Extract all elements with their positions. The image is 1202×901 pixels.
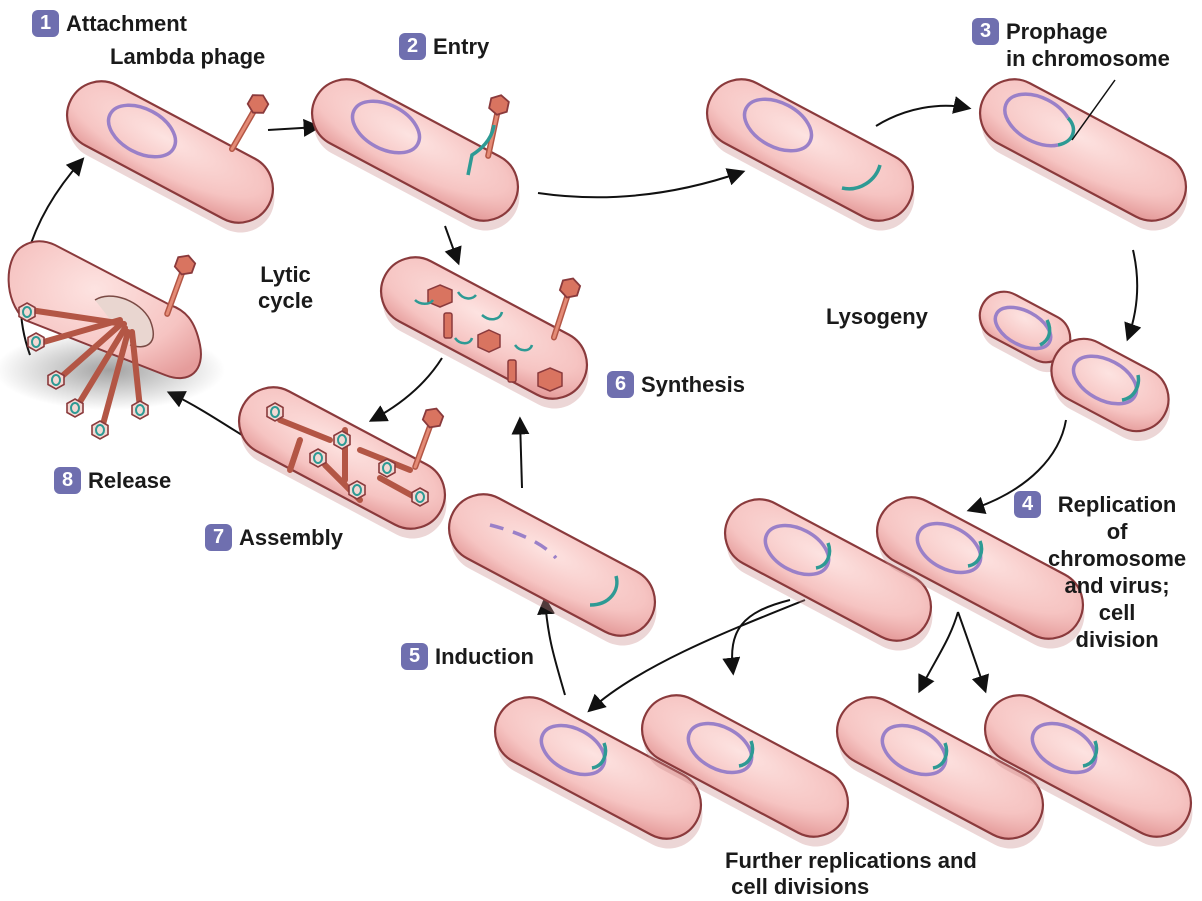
- step-badge: 5: [401, 643, 428, 670]
- step-label: Release: [88, 468, 172, 493]
- lysogeny-label: Lysogeny: [826, 304, 928, 329]
- step-label: Assembly: [239, 525, 343, 550]
- cell-daughter-3: [836, 696, 1045, 849]
- cell-entry: [311, 78, 520, 231]
- step-6-synthesis: 6 Synthesis: [607, 371, 745, 398]
- step-7-assembly: 7 Assembly: [205, 524, 343, 551]
- cell-lysogenic-circular: [706, 78, 915, 231]
- step-3-prophage: 3 Prophage in chromosome: [972, 18, 1170, 72]
- step-8-release: 8 Release: [54, 467, 171, 494]
- step-4-replication: 4 Replication of chromosome and virus; c…: [1014, 491, 1186, 653]
- bacterial-cells: [66, 78, 1193, 849]
- cell-daughter-2: [641, 694, 850, 847]
- cell-replicated-left: [724, 498, 933, 651]
- step-label: Induction: [435, 644, 534, 669]
- step-label: Attachment: [66, 11, 188, 36]
- cell-contents: [106, 79, 1141, 777]
- step-label: Entry: [433, 34, 490, 59]
- cell-daughter-1: [494, 696, 703, 849]
- cell-dividing-right: [1050, 337, 1171, 441]
- step-badge: 8: [54, 467, 81, 494]
- step-5-induction: 5 Induction: [401, 643, 534, 670]
- cell-induction: [448, 493, 657, 646]
- step-badge: 4: [1014, 491, 1041, 518]
- step-2-entry: 2 Entry: [399, 33, 489, 60]
- step-label: Prophage in chromosome: [1006, 19, 1170, 71]
- step-badge: 1: [32, 10, 59, 37]
- lytic-cycle-label: Lytic cycle: [258, 262, 314, 313]
- step-badge: 7: [205, 524, 232, 551]
- step-label: Synthesis: [641, 372, 745, 397]
- step-badge: 2: [399, 33, 426, 60]
- step-label: Replication of chromosome and virus; cel…: [1048, 492, 1187, 652]
- cell-prophage: [979, 78, 1188, 231]
- further-replications-label: Further replications and cell divisions: [725, 848, 977, 899]
- step-badge: 3: [972, 18, 999, 45]
- step-1-attachment: 1 Attachment: [32, 10, 187, 37]
- release-cell: [0, 240, 225, 440]
- lambda-phage-label: Lambda phage: [110, 44, 266, 69]
- cell-replicated-right: [876, 496, 1085, 649]
- step-badge: 6: [607, 371, 634, 398]
